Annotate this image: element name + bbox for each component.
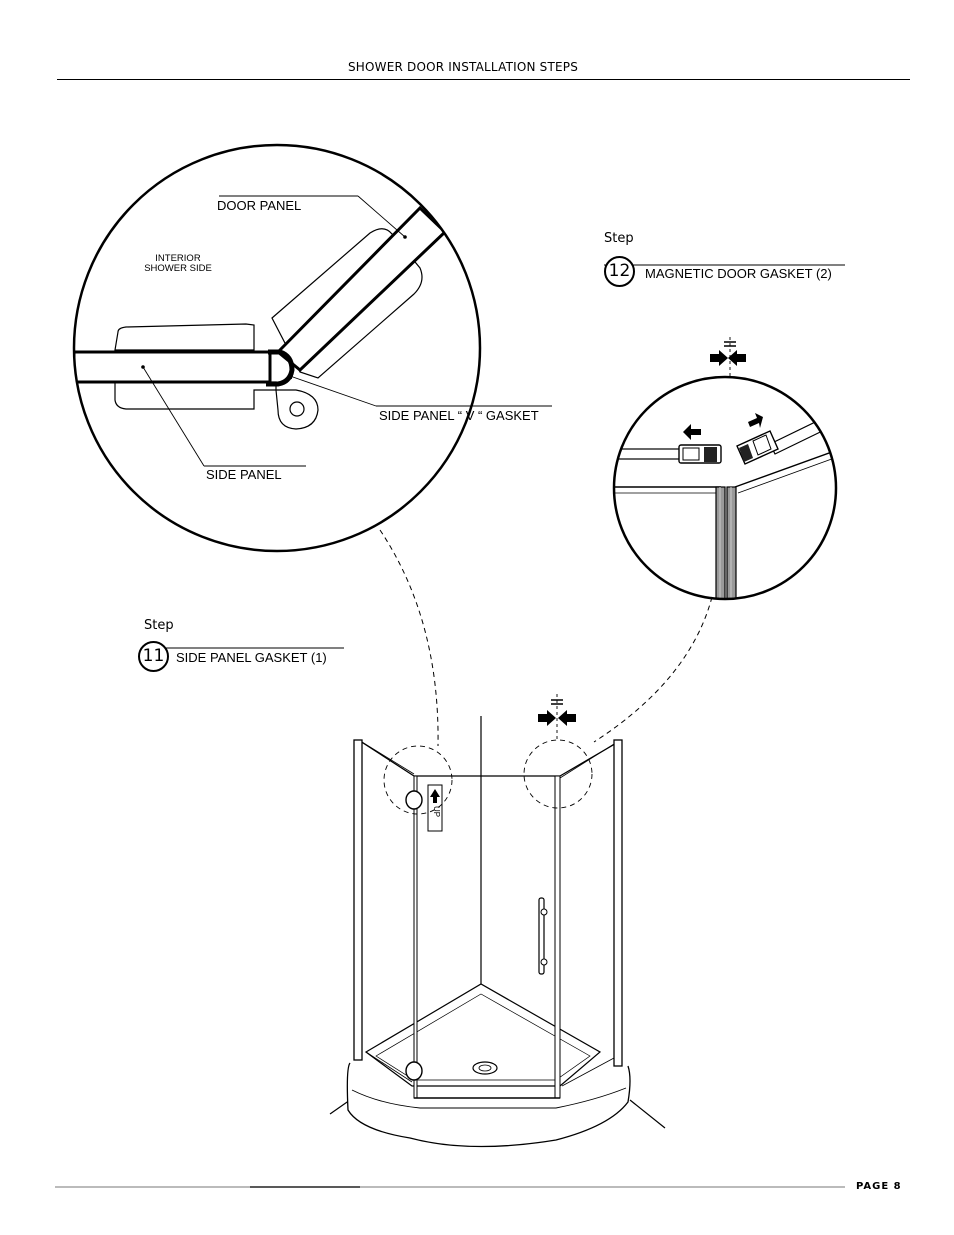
up-label: UP <box>432 806 441 818</box>
shower-enclosure-drawing <box>329 694 666 1148</box>
interior-label-line2: SHOWER SIDE <box>144 263 212 274</box>
step-11-number-badge: 11 <box>138 641 169 672</box>
magnetic-door-gasket-detail <box>612 337 838 601</box>
v-gasket-label: SIDE PANEL “ V “ GASKET <box>379 408 539 423</box>
interior-label-line1: INTERIOR <box>155 253 201 264</box>
up-arrow-icon <box>430 789 440 803</box>
door-panel-label: DOOR PANEL <box>217 198 302 213</box>
step-11-word: Step <box>144 618 174 633</box>
page-number: PAGE 8 <box>856 1181 902 1192</box>
press-right-arrow-icon <box>710 350 728 366</box>
interior-shower-side-label: INTERIOR SHOWER SIDE <box>128 254 228 274</box>
pull-left-arrow-icon <box>683 424 701 440</box>
header-divider <box>57 79 910 80</box>
page-header-title: SHOWER DOOR INSTALLATION STEPS <box>347 60 579 74</box>
side-panel-gasket-detail <box>72 143 552 553</box>
step-12-word: Step <box>604 231 634 246</box>
press-right-arrow-icon-small <box>538 710 556 726</box>
press-left-arrow-icon <box>728 350 746 366</box>
step-12-number-badge: 12 <box>604 256 635 287</box>
press-left-arrow-icon-small <box>558 710 576 726</box>
step-12-label: MAGNETIC DOOR GASKET (2) <box>645 266 832 281</box>
pull-right-arrow-icon <box>748 413 763 428</box>
step-11-label: SIDE PANEL GASKET (1) <box>176 650 327 665</box>
side-panel-label: SIDE PANEL <box>206 467 282 482</box>
